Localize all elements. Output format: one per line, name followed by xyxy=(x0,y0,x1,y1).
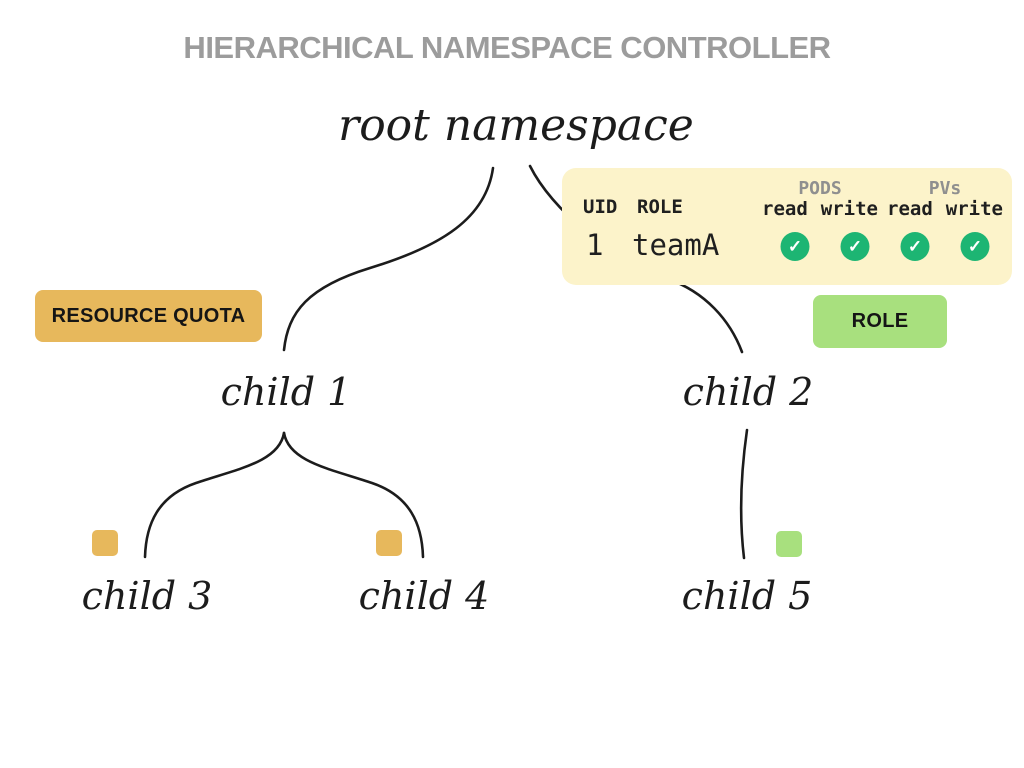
cell-role-value: teamA xyxy=(632,228,720,262)
role-badge: ROLE xyxy=(813,295,947,348)
pvs-read-write-header: read write xyxy=(887,198,1003,220)
edge-child2-child5 xyxy=(739,428,749,560)
node-root-namespace: root namespace xyxy=(338,100,694,151)
node-child-3: child 3 xyxy=(81,574,213,618)
check-icon-pvs-read: ✓ xyxy=(900,232,930,261)
permissions-table-panel: UID ROLE PODS read write PVs read write … xyxy=(562,168,1012,285)
cell-uid-value: 1 xyxy=(586,228,604,262)
column-header-role: ROLE xyxy=(637,196,683,218)
check-icon-pods-read: ✓ xyxy=(780,232,810,261)
pods-write-label: write xyxy=(820,198,878,220)
quota-marker-child3 xyxy=(92,530,118,556)
node-child-2: child 2 xyxy=(682,370,814,414)
pvs-read-label: read xyxy=(887,198,933,220)
pods-read-label: read xyxy=(762,198,808,220)
node-child-5: child 5 xyxy=(681,574,813,618)
column-header-uid: UID xyxy=(583,196,618,218)
quota-marker-child4 xyxy=(376,530,402,556)
resource-quota-badge: RESOURCE QUOTA xyxy=(35,290,262,342)
group-header-pvs: PVs xyxy=(928,178,962,199)
edge-child1-child4 xyxy=(282,431,425,559)
edge-root-child1 xyxy=(282,166,495,352)
edge-child1-child3 xyxy=(143,431,286,559)
check-icon-pvs-write: ✓ xyxy=(960,232,990,261)
role-marker-child5 xyxy=(776,531,802,557)
node-child-4: child 4 xyxy=(358,574,490,618)
page-title: HIERARCHICAL NAMESPACE CONTROLLER xyxy=(183,30,831,65)
pvs-write-label: write xyxy=(945,198,1003,220)
pods-read-write-header: read write xyxy=(762,198,878,220)
group-header-pods: PODS xyxy=(798,178,842,199)
check-icon-pods-write: ✓ xyxy=(840,232,870,261)
node-child-1: child 1 xyxy=(220,370,352,414)
